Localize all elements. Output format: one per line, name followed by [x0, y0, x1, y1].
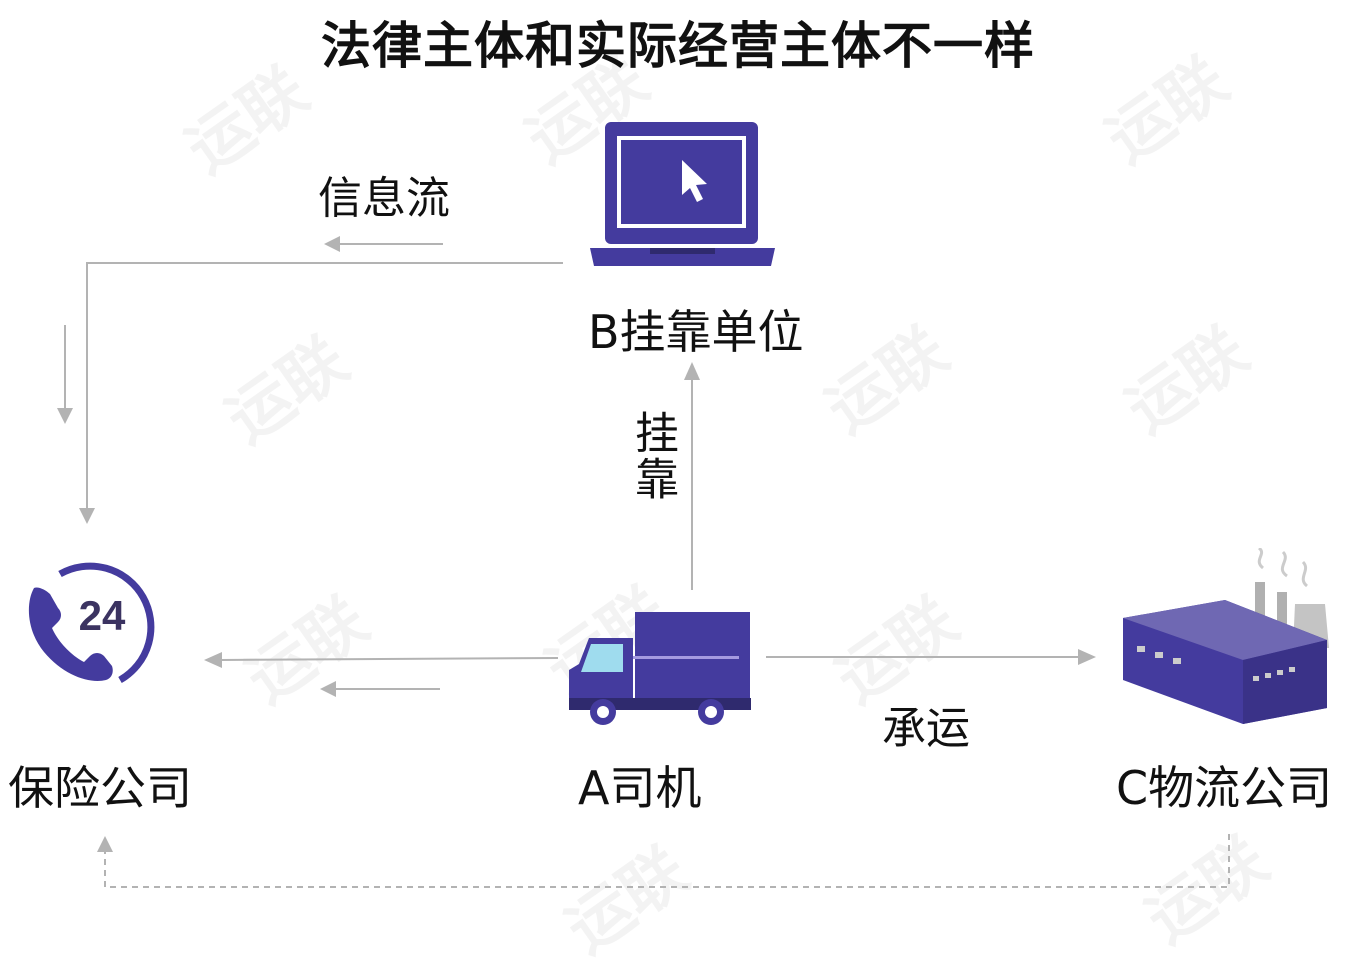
affiliation-label: 挂靠	[627, 410, 678, 502]
arrowhead	[79, 508, 95, 524]
factory-icon	[1123, 548, 1329, 724]
arrowhead	[97, 836, 113, 852]
dashed-connector	[104, 834, 1230, 888]
diagram: 运联 运联 运联 运联 运联 运联 运联 运联 运联 运联 运联	[8, 17, 1333, 968]
arrowhead	[57, 408, 73, 424]
insurance-label: 保险公司	[8, 761, 192, 815]
info-flow-connector	[86, 262, 563, 510]
truck-icon	[569, 612, 751, 725]
entity-b-label: B挂靠单位	[588, 305, 804, 359]
arrowhead	[320, 681, 336, 697]
arrowhead	[204, 652, 222, 668]
logistics-c-label: C物流公司	[1116, 761, 1333, 815]
connector-layer	[57, 236, 1230, 888]
laptop-cursor-icon	[590, 122, 775, 266]
arrowhead	[324, 236, 340, 252]
driver-a-label: A司机	[578, 761, 702, 815]
page-title: 法律主体和实际经营主体不一样	[321, 17, 1035, 75]
info-flow-label: 信息流	[318, 173, 450, 224]
arrowhead	[1078, 649, 1096, 665]
phone-24-icon: 24	[28, 562, 155, 684]
carrier-label: 承运	[882, 703, 970, 754]
driver-to-insurance-arrow	[219, 657, 559, 661]
phone-badge-text: 24	[79, 592, 126, 639]
arrowhead	[684, 362, 700, 380]
